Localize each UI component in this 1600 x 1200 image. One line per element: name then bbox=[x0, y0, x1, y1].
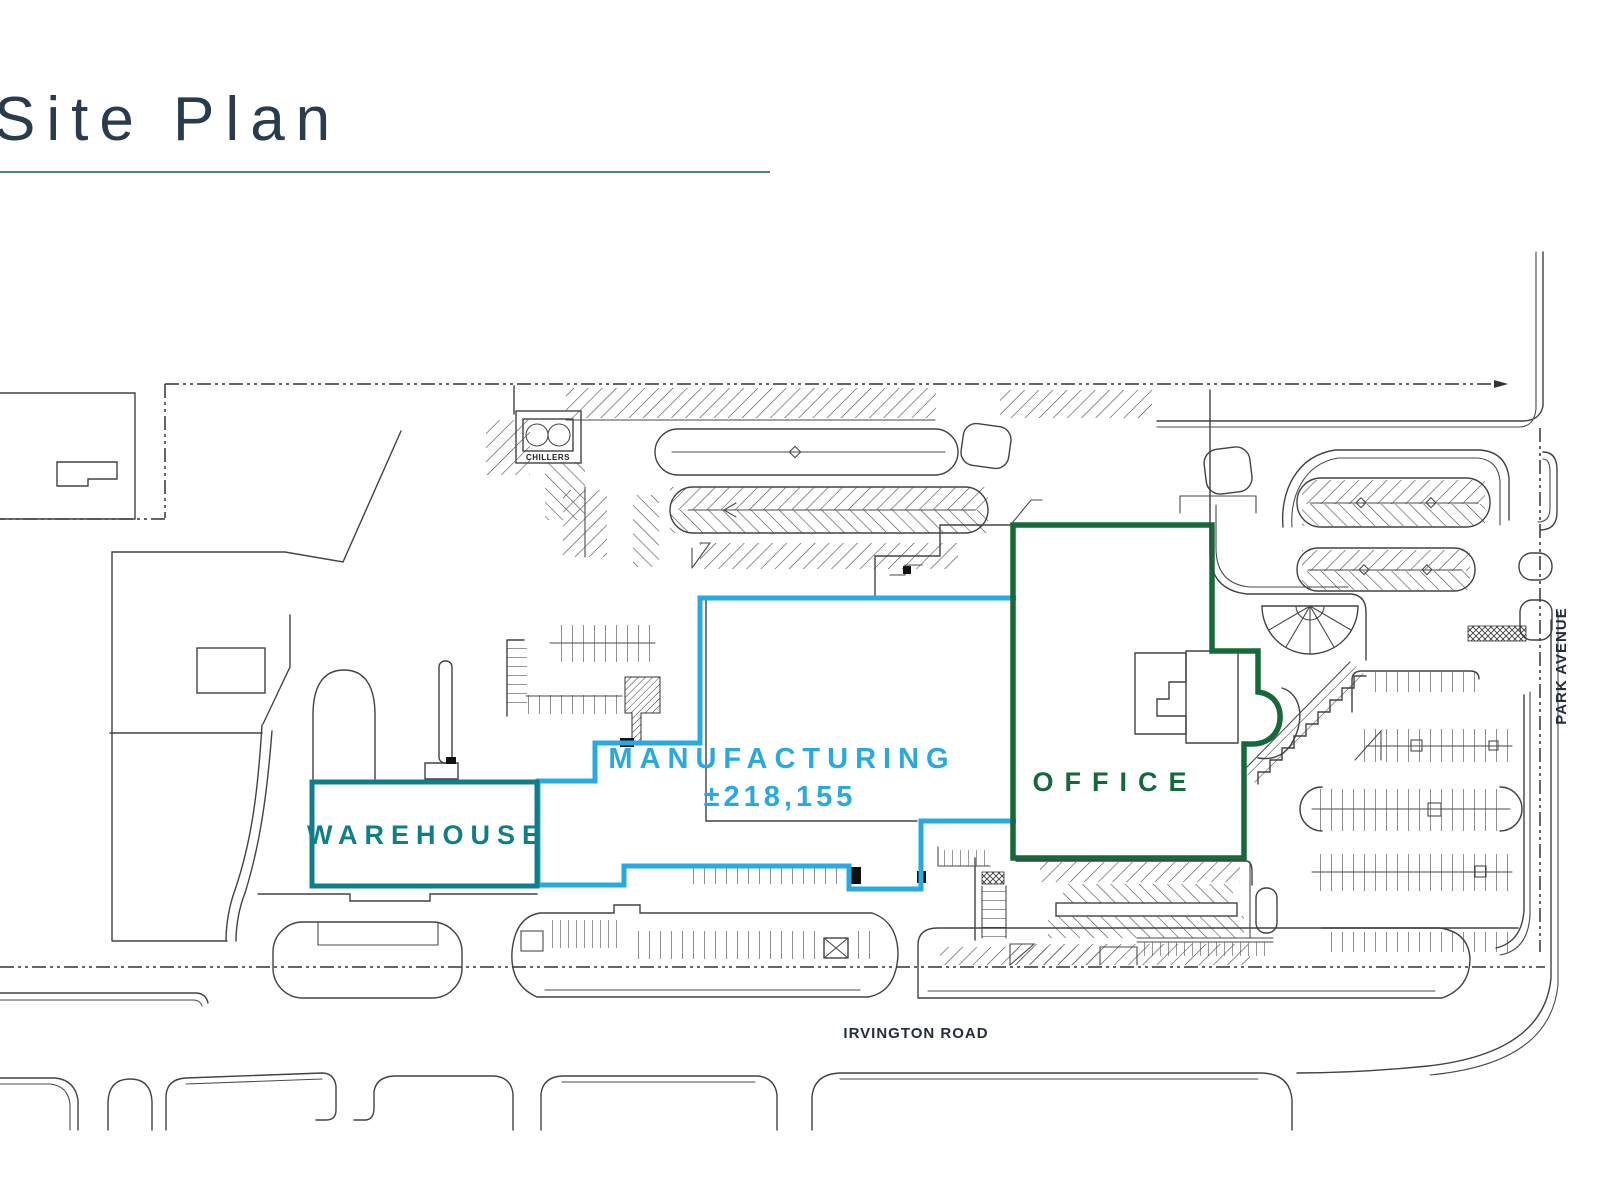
office-label: OFFICE bbox=[1033, 767, 1198, 797]
curb-island bbox=[960, 422, 1012, 470]
manufacturing-building: MANUFACTURING ±218,155 bbox=[535, 495, 1257, 892]
warehouse-outline bbox=[309, 779, 540, 889]
chillers-label: CHILLERS bbox=[526, 453, 570, 462]
building-pad bbox=[196, 647, 266, 694]
park-avenue-label: PARK AVENUE bbox=[1553, 607, 1570, 724]
office-outline bbox=[1010, 522, 1283, 861]
light-pole bbox=[438, 660, 453, 764]
south-road-edge bbox=[0, 1072, 1293, 1131]
warehouse-building: WAREHOUSE bbox=[307, 779, 547, 889]
center-parking-details bbox=[506, 625, 661, 747]
west-site-linework bbox=[109, 385, 538, 942]
southeast-parking bbox=[1299, 670, 1531, 956]
loading-docks bbox=[690, 867, 842, 884]
boundary-arrow bbox=[1494, 380, 1508, 388]
manufacturing-label: MANUFACTURING bbox=[608, 743, 955, 775]
north-parking bbox=[486, 388, 1152, 569]
office-building: OFFICE bbox=[1010, 522, 1301, 861]
title-underline bbox=[0, 171, 770, 173]
fan-and-stairs bbox=[1243, 605, 1368, 788]
irvington-road-label: IRVINGTON ROAD bbox=[843, 1025, 988, 1042]
warehouse-label: WAREHOUSE bbox=[307, 820, 547, 850]
outparcel-building bbox=[0, 392, 136, 520]
manufacturing-outline bbox=[535, 595, 1016, 892]
hatched-stair bbox=[624, 676, 661, 746]
chiller-circle bbox=[547, 423, 571, 447]
irvington-frontage: IRVINGTON ROAD PARK AVENUE bbox=[0, 607, 1570, 1076]
manufacturing-area-label: ±218,155 bbox=[704, 781, 857, 813]
northeast-parking bbox=[1156, 251, 1558, 661]
page-title: Site Plan bbox=[0, 85, 342, 154]
